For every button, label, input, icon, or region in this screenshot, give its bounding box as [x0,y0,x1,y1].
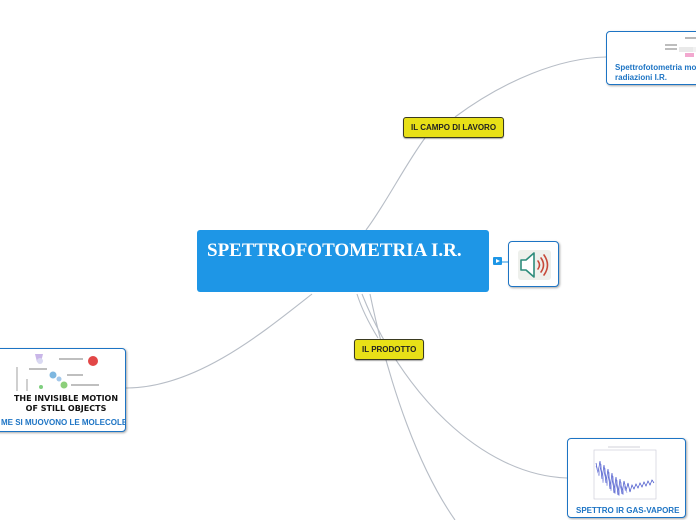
central-topic[interactable]: SPETTROFOTOMETRIA I.R. [197,230,489,292]
link-lower [369,293,456,520]
card-caption: SPETTRO IR GAS-VAPORE [576,506,680,515]
card-caption: ME SI MUOVONO LE MOLECOLE [1,418,126,427]
link-campo-card [454,56,607,118]
audio-attachment[interactable] [508,241,559,287]
speaker-icon [518,250,551,280]
link-campo [365,137,426,231]
card-spettro-ir[interactable]: SPETTRO IR GAS-VAPORE [567,438,686,518]
link-prodotto [356,293,379,339]
image-text-line1: THE INVISIBLE MOTION [14,394,118,403]
card-image-spectrum [593,446,657,500]
card-spettrofotometria[interactable]: Spettrofotometria mo radiazioni I.R. [606,31,696,85]
branch-prodotto[interactable]: IL PRODOTTO [354,339,425,360]
central-title: SPETTROFOTOMETRIA I.R. [207,240,462,261]
image-text-line2: OF STILL OBJECTS [26,404,107,413]
play-icon[interactable] [493,257,502,265]
link-left-card [125,293,313,389]
card-caption: Spettrofotometria mo radiazioni I.R. [615,63,696,82]
card-molecole[interactable]: THE INVISIBLE MOTION OF STILL OBJECTS ME… [0,348,126,432]
branch-campo-di-lavoro[interactable]: IL CAMPO DI LAVORO [403,117,505,138]
card-image-molecules: THE INVISIBLE MOTION OF STILL OBJECTS [14,354,118,413]
card-image-table [665,37,696,57]
link-spettro-card [361,293,568,479]
